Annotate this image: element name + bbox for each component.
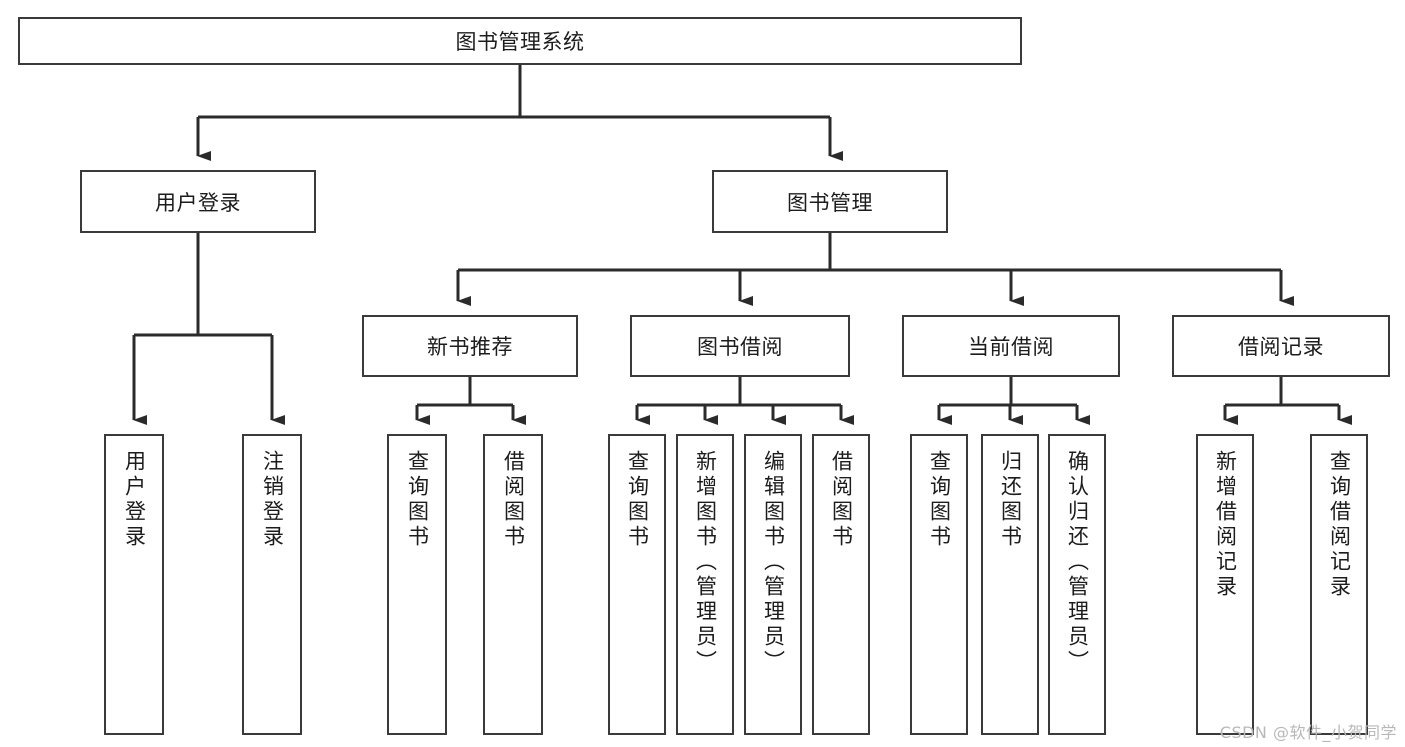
node-new-book-recommend-label: 新书推荐	[427, 335, 513, 359]
leaf-query-book-3[interactable]: 查询图书	[910, 434, 968, 735]
node-root[interactable]: 图书管理系统	[18, 17, 1022, 65]
node-book-borrow[interactable]: 图书借阅	[630, 315, 850, 377]
node-current-borrow[interactable]: 当前借阅	[902, 315, 1120, 377]
leaf-add-record[interactable]: 新增借阅记录	[1196, 434, 1254, 735]
leaf-borrow-book-1-label: 借阅图书	[501, 450, 526, 550]
leaf-add-book-label: 新增图书（管理员）	[693, 450, 718, 675]
node-new-book-recommend[interactable]: 新书推荐	[362, 315, 578, 377]
leaf-query-book-1[interactable]: 查询图书	[387, 434, 447, 735]
leaf-confirm-return-label: 确认归还（管理员）	[1065, 450, 1090, 675]
leaf-query-record[interactable]: 查询借阅记录	[1310, 434, 1368, 735]
leaf-query-book-2-label: 查询图书	[625, 450, 650, 550]
node-user-login-label: 用户登录	[155, 190, 241, 215]
node-book-management-label: 图书管理	[787, 190, 873, 215]
watermark: CSDN @软件_小贺同学	[1219, 723, 1397, 742]
leaf-query-record-label: 查询借阅记录	[1327, 450, 1352, 600]
leaf-edit-book-label: 编辑图书（管理员）	[761, 450, 786, 675]
leaf-add-record-label: 新增借阅记录	[1213, 450, 1238, 600]
leaf-query-book-2[interactable]: 查询图书	[608, 434, 666, 735]
node-book-borrow-label: 图书借阅	[697, 335, 783, 359]
leaf-logout[interactable]: 注销登录	[242, 434, 302, 735]
leaf-logout-label: 注销登录	[260, 450, 285, 550]
leaf-borrow-book-2[interactable]: 借阅图书	[812, 434, 870, 735]
node-book-management[interactable]: 图书管理	[712, 170, 948, 233]
leaf-borrow-book-2-label: 借阅图书	[829, 450, 854, 550]
node-borrow-record-label: 借阅记录	[1238, 335, 1324, 359]
node-current-borrow-label: 当前借阅	[968, 335, 1054, 359]
leaf-return-book[interactable]: 归还图书	[981, 434, 1039, 735]
leaf-query-book-3-label: 查询图书	[927, 450, 952, 550]
leaf-borrow-book-1[interactable]: 借阅图书	[483, 434, 543, 735]
leaf-query-book-1-label: 查询图书	[405, 450, 430, 550]
leaf-add-book[interactable]: 新增图书（管理员）	[676, 434, 734, 735]
leaf-return-book-label: 归还图书	[998, 450, 1023, 550]
node-root-label: 图书管理系统	[455, 30, 585, 54]
node-borrow-record[interactable]: 借阅记录	[1172, 315, 1390, 377]
leaf-user-login[interactable]: 用户登录	[104, 434, 164, 735]
leaf-user-login-label: 用户登录	[122, 450, 147, 550]
node-user-login[interactable]: 用户登录	[80, 170, 316, 233]
leaf-confirm-return[interactable]: 确认归还（管理员）	[1048, 434, 1106, 735]
leaf-edit-book[interactable]: 编辑图书（管理员）	[744, 434, 802, 735]
